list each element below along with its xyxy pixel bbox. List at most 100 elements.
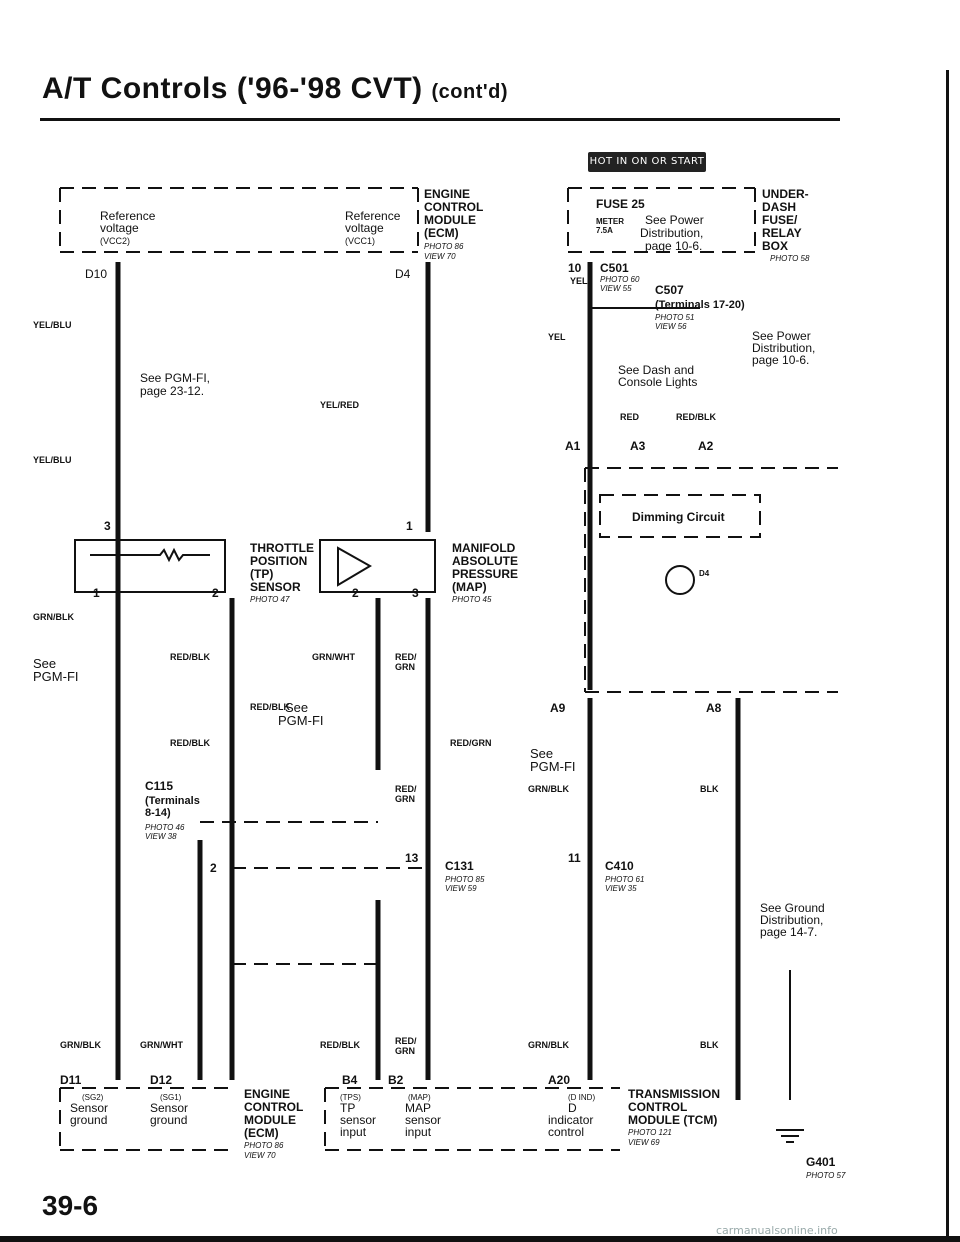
pin-d10: D10 [85, 267, 107, 281]
watermark: carmanualsonline.info [716, 1224, 838, 1237]
wire-label-blk-2: BLK [700, 1040, 719, 1050]
wire-label-grn-blk-1: GRN/BLK [33, 612, 74, 622]
wire-label-yel-blu-1: YEL/BLU [33, 320, 72, 330]
wire-label-red-grn-3: RED/GRN [395, 784, 417, 804]
wire-label-grn-wht-2: GRN/WHT [140, 1040, 183, 1050]
wire-label-red-blk-3: RED/BLK [170, 738, 210, 748]
wire-label-red-dash: RED [620, 412, 640, 422]
tcm-box [324, 1087, 620, 1151]
pin-tp-1: 1 [93, 586, 100, 600]
wire-label-red-grn-2: RED/GRN [450, 738, 492, 748]
ground-g401-name: G401 [806, 1155, 836, 1169]
pin-1: 1 [406, 519, 413, 533]
pin-map-2: 2 [352, 586, 359, 600]
pin-a3: A3 [630, 439, 646, 453]
wire-label-red-grn-1: RED/GRN [395, 652, 417, 672]
dimming-circuit-box [599, 494, 761, 538]
wire-label-blk-1: BLK [700, 784, 719, 794]
connector-c410-name: C410 [605, 859, 634, 873]
pin-c131-13: 13 [405, 851, 419, 865]
wire-label-yel-red: YEL/RED [320, 400, 360, 410]
pin-map-3: 3 [412, 586, 419, 600]
bottom-rule [0, 1236, 960, 1242]
pin-a2: A2 [698, 439, 714, 453]
dimming-circuit-label: Dimming Circuit [632, 510, 725, 524]
wire-label-yel-blu-2: YEL/BLU [33, 455, 72, 465]
gauge-box [584, 467, 838, 693]
pin-d11: D11 [60, 1073, 82, 1087]
pin-3: 3 [104, 519, 111, 533]
page-edge-rule [946, 70, 949, 1242]
header-rule [40, 118, 840, 121]
pin-a9: A9 [550, 701, 566, 715]
map-sensor-box [319, 539, 436, 593]
wire-label-red-blk-1: RED/BLK [170, 652, 210, 662]
connector-c501-name: C501 [600, 261, 629, 275]
pin-d12: D12 [150, 1073, 172, 1087]
connector-c115-name: C115 [145, 779, 173, 793]
pin-c115-2: 2 [210, 861, 217, 875]
ecm-top-box [59, 187, 419, 253]
map-amp [337, 546, 372, 587]
ecm-bottom-box [59, 1087, 235, 1151]
fuse-25-label: FUSE 25 [596, 197, 645, 211]
pin-c410-11: 11 [568, 851, 581, 865]
pin-b4: B4 [342, 1073, 358, 1087]
hot-banner: HOT IN ON OR START [588, 152, 706, 172]
wire-label-yel-1: YEL [570, 276, 588, 286]
page-title: A/T Controls ('96-'98 CVT) (cont'd) [42, 72, 508, 106]
connector-c507-name: C507 [655, 283, 684, 297]
pin-d4: D4 [395, 267, 411, 281]
ground-symbol [776, 1129, 804, 1143]
wire-label-grn-blk-2: GRN/BLK [528, 784, 569, 794]
title-suffix: (cont'd) [431, 81, 508, 103]
wire-label-red-blk-2: RED/BLK [250, 702, 290, 712]
pin-a20: A20 [548, 1073, 570, 1087]
wire-label-yel-2: YEL [548, 332, 566, 342]
wire-label-grn-wht-1: GRN/WHT [312, 652, 355, 662]
pin-tp-2: 2 [212, 586, 219, 600]
page-number: 39-6 [42, 1190, 99, 1221]
connector-c131-name: C131 [445, 859, 474, 873]
title-main: A/T Controls ('96-'98 CVT) [42, 72, 423, 105]
see-pgmfi-page-note: See PGM-FI,page 23-12. [140, 371, 210, 398]
pin-a8: A8 [706, 701, 722, 715]
pin-10: 10 [568, 261, 582, 275]
pin-b2: B2 [388, 1073, 404, 1087]
d4-indicator-lamp [665, 565, 695, 595]
ground-g401-photo: PHOTO 57 [806, 1171, 846, 1180]
tp-resistor [90, 547, 210, 563]
wire-label-grn-blk-3: GRN/BLK [60, 1040, 101, 1050]
wire-label-red-blk-dash: RED/BLK [676, 412, 716, 422]
wire-label-red-grn-4: RED/GRN [395, 1036, 417, 1056]
wire-label-grn-blk-4: GRN/BLK [528, 1040, 569, 1050]
pin-a1: A1 [565, 439, 581, 453]
